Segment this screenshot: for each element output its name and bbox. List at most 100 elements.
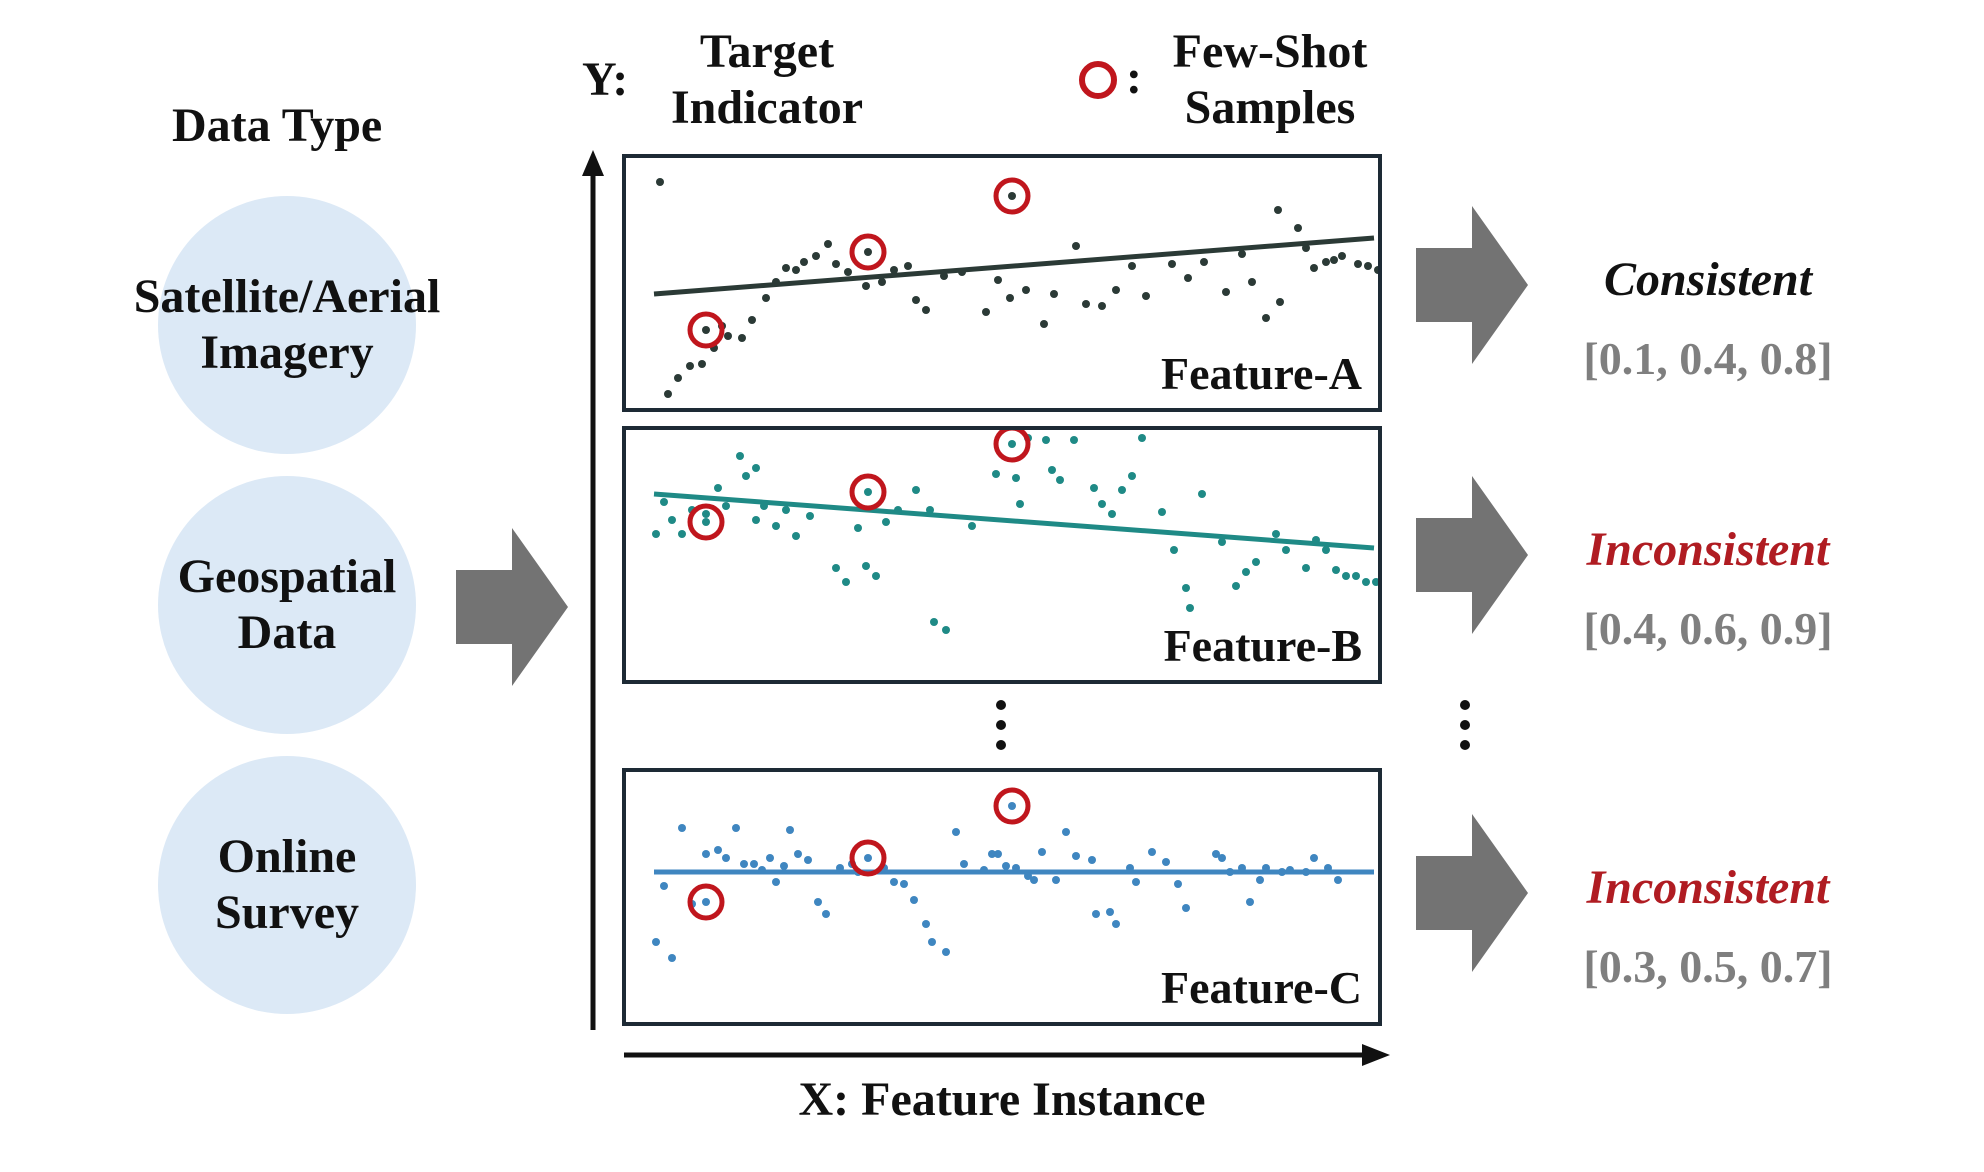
y-axis-prefix: Y:: [582, 53, 629, 106]
scatter-point: [1008, 440, 1016, 448]
scatter-point: [940, 272, 948, 280]
scatter-point: [1082, 300, 1090, 308]
scatter-point: [780, 862, 788, 870]
scatter-point: [1098, 302, 1106, 310]
feature-a-status: Consistent: [1603, 253, 1813, 306]
scatter-point: [1016, 500, 1024, 508]
scatter-point: [800, 258, 808, 266]
feature-b-label: Feature-B: [1163, 619, 1362, 672]
scatter-point: [686, 362, 694, 370]
scatter-point: [1168, 260, 1176, 268]
feature-c-status: Inconsistent: [1586, 861, 1830, 914]
scatter-point: [1052, 876, 1060, 884]
scatter-point: [1142, 292, 1150, 300]
scatter-point: [904, 262, 912, 270]
scatter-point: [736, 452, 744, 460]
ellipsis-icon: [996, 700, 1008, 760]
scatter-point: [1002, 862, 1010, 870]
scatter-point: [1132, 878, 1140, 886]
scatter-point: [742, 472, 750, 480]
scatter-point: [988, 850, 996, 858]
scatter-point: [994, 276, 1002, 284]
scatter-point: [1222, 288, 1230, 296]
y-axis-label-line2: Indicator: [671, 81, 863, 134]
scatter-point: [942, 626, 950, 634]
scatter-point: [772, 278, 780, 286]
scatter-point: [1030, 876, 1038, 884]
scatter-point: [1158, 508, 1166, 516]
scatter-point: [1174, 880, 1182, 888]
scatter-point: [1332, 566, 1340, 574]
feature-c-label: Feature-C: [1161, 961, 1362, 1014]
scatter-point: [1302, 868, 1310, 876]
scatter-point: [804, 856, 812, 864]
few-shot-ring: [687, 883, 725, 921]
scatter-point: [1246, 898, 1254, 906]
scatter-point: [752, 516, 760, 524]
scatter-point: [930, 618, 938, 626]
scatter-point: [1012, 474, 1020, 482]
scatter-point: [1112, 920, 1120, 928]
scatter-point: [652, 938, 660, 946]
scatter-point: [1128, 472, 1136, 480]
scatter-point: [748, 316, 756, 324]
scatter-point: [812, 252, 820, 260]
trend-line: [653, 235, 1375, 297]
scatter-point: [738, 334, 746, 342]
scatter-point: [1232, 582, 1240, 590]
scatter-point: [1112, 286, 1120, 294]
scatter-point: [960, 860, 968, 868]
scatter-point: [792, 532, 800, 540]
scatter-point: [1248, 278, 1256, 286]
scatter-point: [1042, 436, 1050, 444]
scatter-point: [890, 266, 898, 274]
scatter-point: [1276, 298, 1284, 306]
scatter-point: [1294, 224, 1302, 232]
scatter-point: [912, 296, 920, 304]
scatter-point: [1330, 256, 1338, 264]
scatter-point: [1162, 858, 1170, 866]
scatter-point: [794, 850, 802, 858]
scatter-point: [922, 306, 930, 314]
scatter-point: [1302, 244, 1310, 252]
scatter-point: [912, 486, 920, 494]
scatter-point: [958, 268, 966, 276]
feature-b-status: Inconsistent: [1586, 523, 1830, 576]
scatter-point: [1322, 546, 1330, 554]
scatter-point: [806, 512, 814, 520]
scatter-point: [1362, 578, 1370, 586]
arrow-right-icon: [1416, 814, 1528, 972]
few-shot-ring: [687, 503, 725, 541]
scatter-point: [1374, 266, 1378, 274]
scatter-point: [660, 498, 668, 506]
scatter-point: [836, 864, 844, 872]
scatter-point: [1218, 538, 1226, 546]
scatter-point: [1310, 854, 1318, 862]
scatter-point: [1364, 262, 1372, 270]
scatter-point: [1108, 510, 1116, 518]
scatter-point: [702, 510, 710, 518]
scatter-point: [1338, 252, 1346, 260]
x-axis-arrow: [624, 1044, 1390, 1066]
scatter-point: [1252, 558, 1260, 566]
scatter-point: [1040, 320, 1048, 328]
data-type-label: Geospatial: [177, 550, 397, 603]
scatter-point: [782, 506, 790, 514]
scatter-point: [702, 898, 710, 906]
scatter-point: [1238, 864, 1246, 872]
data-type-label: Satellite/Aerial: [133, 270, 441, 323]
scatter-point: [1008, 192, 1016, 200]
scatter-point: [1106, 908, 1114, 916]
scatter-point: [1006, 294, 1014, 302]
scatter-point: [1282, 546, 1290, 554]
few-shot-ring: [687, 311, 725, 349]
few-shot-ring: [849, 233, 887, 271]
scatter-point: [1088, 856, 1096, 864]
scatter-point: [698, 360, 706, 368]
scatter-point: [1038, 848, 1046, 856]
scatter-point: [1182, 584, 1190, 592]
scatter-point: [1072, 852, 1080, 860]
few-shot-ring: [849, 839, 887, 877]
scatter-point: [832, 260, 840, 268]
scatter-point: [1312, 536, 1320, 544]
